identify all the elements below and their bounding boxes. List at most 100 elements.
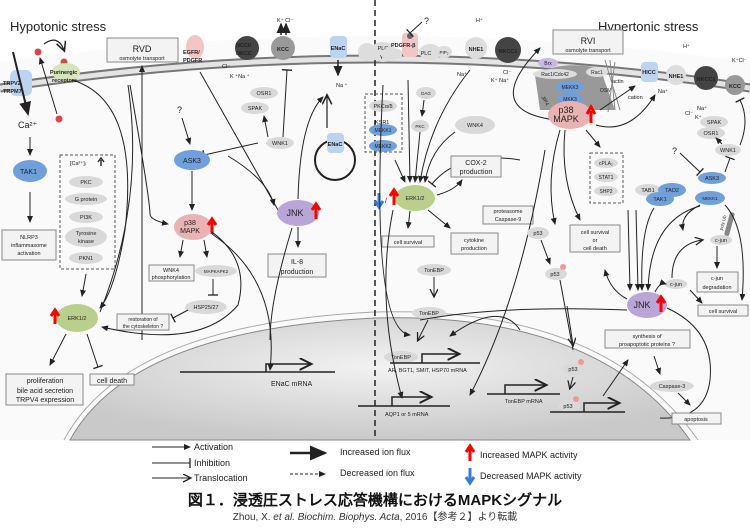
cell-survival-box-1 <box>381 235 435 248</box>
svg-text:NHE1: NHE1 <box>669 74 684 80</box>
svg-text:MEKK1: MEKK1 <box>375 128 392 134</box>
svg-text:Tyrosine: Tyrosine <box>76 231 97 237</box>
svg-text:bile acid secretion: bile acid secretion <box>17 388 73 395</box>
kcc-left-channel <box>271 36 295 60</box>
calcium-label: Ca²⁺ <box>18 120 38 130</box>
increase-icon <box>655 294 667 312</box>
svg-text:TRPM7: TRPM7 <box>3 89 22 95</box>
svg-text:TonEBP mRNA: TonEBP mRNA <box>505 399 543 405</box>
cytokine-box <box>450 232 499 255</box>
svg-text:?: ? <box>424 16 429 26</box>
svg-text:c-jun: c-jun <box>670 282 682 288</box>
svg-text:KCC: KCC <box>277 47 289 53</box>
svg-text:K⁺: K⁺ <box>695 114 702 121</box>
rac1-right-node <box>586 67 608 77</box>
mekk-box <box>364 93 403 153</box>
svg-text:kinase: kinase <box>78 239 94 245</box>
svg-text:PDGFR: PDGFR <box>183 58 202 64</box>
tak1-left-node <box>13 160 47 182</box>
spak-right-node <box>700 116 728 128</box>
svg-text:TRPV2: TRPV2 <box>3 81 21 87</box>
tonebp-node-1 <box>417 264 451 276</box>
svg-text:?: ? <box>177 105 182 115</box>
svg-text:NKCC1: NKCC1 <box>697 77 716 83</box>
spak-left-node <box>241 102 269 114</box>
svg-text:K ⁺Na ⁺: K ⁺Na ⁺ <box>230 73 250 80</box>
svg-text:PDGFR-β: PDGFR-β <box>391 43 416 49</box>
svg-text:NKCC: NKCC <box>236 51 252 57</box>
hicc-channel <box>641 62 658 82</box>
svg-text:WNK1: WNK1 <box>720 148 736 154</box>
svg-text:OSR1: OSR1 <box>257 91 272 97</box>
svg-text:ENaC: ENaC <box>328 142 343 148</box>
svg-text:c-jun: c-jun <box>711 276 723 282</box>
p38-left-node <box>174 214 212 240</box>
restoration-box <box>116 313 170 331</box>
synthesis-box <box>604 329 691 349</box>
svg-text:actin: actin <box>612 79 624 85</box>
svg-text:proapoptotic proteins ?: proapoptotic proteins ? <box>619 342 675 348</box>
cjun-node-1 <box>710 235 732 245</box>
erk-left-node <box>56 304 98 332</box>
wnk1-right-node <box>715 144 741 156</box>
nhe1-channel-a <box>465 37 487 59</box>
svg-text:WNK4: WNK4 <box>163 268 179 274</box>
nkcc1-channel-a <box>495 37 521 63</box>
svg-text:G protein: G protein <box>75 197 98 203</box>
wnk1-left-node <box>266 137 294 149</box>
svg-text:cell survival: cell survival <box>394 240 422 246</box>
svg-text:the cytoskeleton ?: the cytoskeleton ? <box>123 324 164 330</box>
svg-text:Activation: Activation <box>194 442 233 452</box>
svg-text:p53: p53 <box>563 404 572 410</box>
pkc-alpha-node <box>369 100 397 112</box>
svg-text:production: production <box>281 269 314 276</box>
svg-text:[Ca²⁺]ᵢ: [Ca²⁺]ᵢ <box>70 160 86 167</box>
cjun-degradation-box <box>696 271 739 293</box>
svg-text:TAO2: TAO2 <box>665 188 679 194</box>
svg-text:SPAK: SPAK <box>248 106 263 112</box>
svg-text:osmolyte transport: osmolyte transport <box>119 56 165 62</box>
svg-text:PLC: PLC <box>378 46 389 52</box>
svg-text:p38: p38 <box>184 220 196 227</box>
svg-text:cell survival: cell survival <box>581 230 609 236</box>
svg-text:proteasome: proteasome <box>493 209 522 215</box>
decrease-mapk-icon <box>464 468 476 486</box>
svg-text:apoptosis: apoptosis <box>684 417 708 423</box>
svg-text:HSP25/27: HSP25/27 <box>193 305 218 311</box>
increase-icon <box>49 307 61 324</box>
upstream-kinases-box <box>59 154 116 270</box>
svg-text:Decreased MAPK activity: Decreased MAPK activity <box>480 471 582 481</box>
apoptosis-box <box>671 412 722 425</box>
svg-text:OSR1: OSR1 <box>704 131 719 137</box>
svg-text:activation: activation <box>17 251 40 257</box>
svg-text:proliferation: proliferation <box>27 378 64 385</box>
rac-cdc42-node <box>533 69 577 79</box>
svg-text:c-jun: c-jun <box>715 238 727 244</box>
svg-text:MAPKAPK2: MAPKAPK2 <box>204 269 229 274</box>
cjun-node-2 <box>665 279 687 289</box>
mekk1-node-b <box>695 191 725 205</box>
svg-text:K⁺ Na⁺: K⁺ Na⁺ <box>491 77 509 84</box>
svg-text:MEKK2: MEKK2 <box>375 144 392 150</box>
svg-text:restoration of: restoration of <box>128 317 158 323</box>
figure-citation: Zhou, X. et al. Biochim. Biophys. Acta, … <box>232 512 518 523</box>
cox2-box <box>450 155 502 178</box>
p53-node-2 <box>545 268 567 280</box>
svg-text:Na ⁺: Na ⁺ <box>336 82 348 89</box>
svg-text:SHP2: SHP2 <box>599 189 612 195</box>
svg-text:KSR1: KSR1 <box>375 120 389 126</box>
svg-text:cell survival: cell survival <box>709 309 737 315</box>
pkc-node <box>69 176 103 188</box>
svg-text:Caspase-3: Caspase-3 <box>659 384 686 390</box>
wnk4-phosphorylation-box <box>148 264 195 282</box>
figure-title: 図１．浸透圧ストレス応答機構におけるMAPKシグナル <box>187 492 563 509</box>
pkn1-node <box>69 252 103 264</box>
increase-icon <box>388 187 400 205</box>
svg-text:SPAK: SPAK <box>707 120 722 126</box>
svg-text:PIP₂: PIP₂ <box>440 50 449 55</box>
svg-text:PKC: PKC <box>415 124 425 129</box>
svg-text:NCCI/: NCCI/ <box>236 43 251 49</box>
jnk-right-node <box>627 292 667 318</box>
svg-text:osmolyte transport: osmolyte transport <box>565 48 611 54</box>
phospho-mark <box>560 264 566 270</box>
